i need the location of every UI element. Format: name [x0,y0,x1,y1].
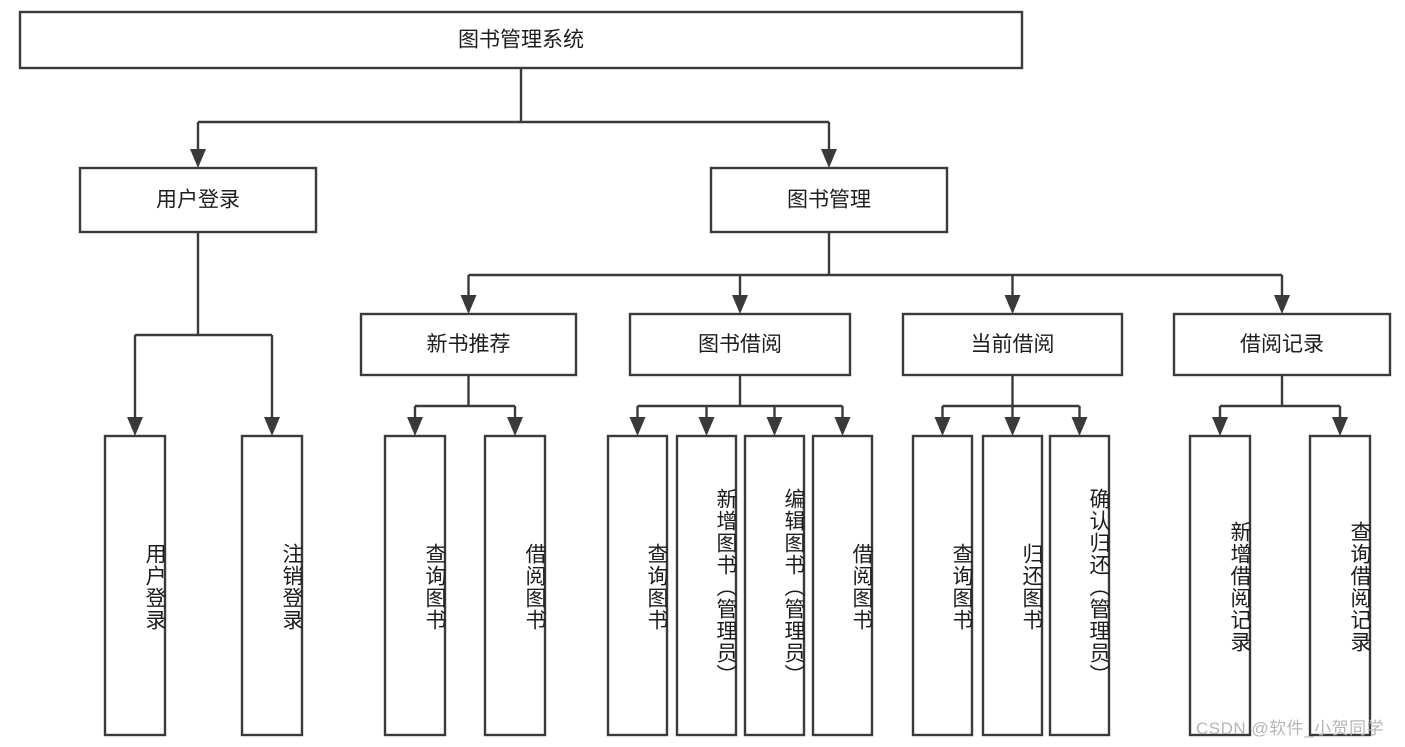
arrow-head-level3-1 [732,295,748,314]
node-box-level3-2[interactable] [901,312,1124,377]
node-box-level2-0[interactable] [78,166,318,234]
node-box-root[interactable] [18,10,1024,70]
arrow-head-level3-0 [460,295,477,314]
node-box-level3-1[interactable] [628,312,852,377]
arrow-head-leaf-2 [407,417,423,436]
node-box-leaf-12[interactable] [1308,434,1372,737]
node-box-leaf-0[interactable] [103,434,167,737]
csdn-watermark: CSDN @软件_小贺同学 [1196,719,1385,738]
node-box-leaf-9[interactable] [981,434,1044,737]
node-label-level2-1: 图书管理 [787,189,871,212]
box-layer [18,10,1392,737]
arrow-head-level3-3 [1274,295,1290,314]
node-box-leaf-8[interactable] [911,434,974,737]
arrow-head-level2-1 [821,149,837,168]
arrow-head-level2-0 [190,149,206,168]
arrow-head-leaf-1 [264,417,280,436]
arrow-head-leaf-5 [698,417,715,436]
arrow-head-leaf-4 [629,417,646,436]
arrow-head-leaf-11 [1212,417,1228,436]
arrow-head-leaf-3 [507,417,523,436]
node-box-leaf-4[interactable] [606,434,669,737]
arrow-head-leaf-12 [1332,417,1348,436]
node-box-leaf-7[interactable] [811,434,874,737]
node-box-level3-0[interactable] [359,312,578,377]
node-label-level3-0: 新书推荐 [427,333,511,356]
arrow-head-leaf-7 [834,417,851,436]
arrow-head-leaf-0 [127,417,143,436]
arrow-head-leaf-6 [766,417,783,436]
arrow-head-leaf-9 [1004,417,1021,436]
node-label-level3-3: 借阅记录 [1240,333,1324,356]
arrow-head-leaf-8 [934,417,951,436]
node-box-leaf-5[interactable] [675,434,738,737]
node-box-level3-3[interactable] [1172,312,1392,377]
node-box-level2-1[interactable] [709,166,949,234]
node-box-leaf-1[interactable] [240,434,304,737]
node-label-level3-1: 图书借阅 [698,333,782,356]
node-label-level2-0: 用户登录 [156,189,240,212]
node-box-leaf-3[interactable] [483,434,547,737]
connector-layer [127,68,1348,436]
node-box-leaf-2[interactable] [383,434,447,737]
arrow-head-leaf-10 [1071,417,1088,436]
node-box-leaf-10[interactable] [1048,434,1111,737]
node-box-leaf-11[interactable] [1188,434,1252,737]
node-label-root: 图书管理系统 [458,29,584,52]
arrow-head-level3-2 [1004,295,1021,314]
node-label-level3-2: 当前借阅 [971,333,1055,356]
node-box-leaf-6[interactable] [743,434,806,737]
